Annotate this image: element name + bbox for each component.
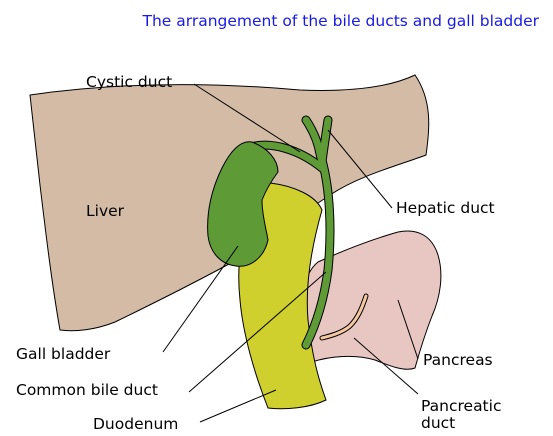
gall-bladder-label: Gall bladder [16,345,110,363]
pancreatic-duct-label-line2: duct [421,414,455,432]
pancreatic-duct-label-line1: Pancreatic [421,397,501,415]
liver-label: Liver [86,202,124,220]
duodenum-label: Duodenum [93,415,178,433]
pancreas-label: Pancreas [423,351,493,369]
hepatic-duct-label: Hepatic duct [396,199,495,217]
common-bile-duct-label: Common bile duct [16,381,158,399]
cystic-duct-label: Cystic duct [86,73,172,91]
